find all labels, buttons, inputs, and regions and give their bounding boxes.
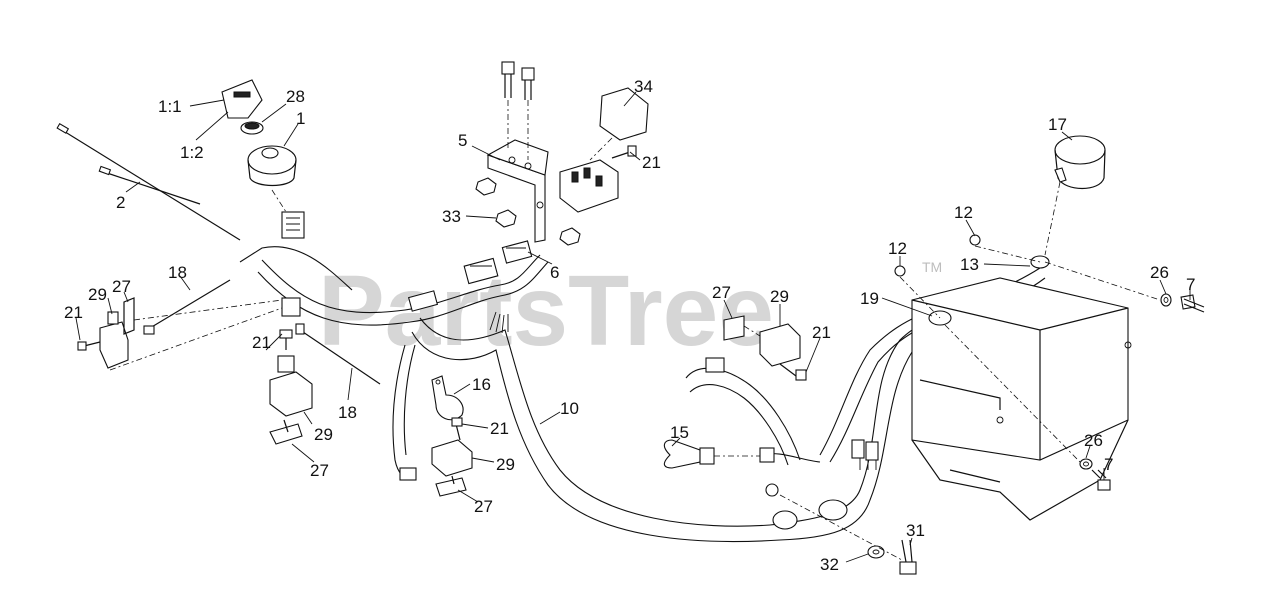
callout-21-lower: 21 — [490, 419, 509, 438]
callout-27-left: 27 — [112, 277, 131, 296]
callout-27-lower: 27 — [474, 497, 493, 516]
callout-18-left: 18 — [168, 263, 187, 282]
callout-21-middle: 21 — [252, 333, 271, 352]
callout-6: 6 — [550, 263, 559, 282]
partstree-watermark: PartsTree — [318, 255, 774, 367]
callout-1-2: 1:2 — [180, 143, 204, 162]
callout-16: 16 — [472, 375, 491, 394]
interlock-switch-29-left — [99, 297, 283, 371]
interlock-switch-29-lower — [431, 417, 473, 497]
callout-17: 17 — [1048, 115, 1067, 134]
callout-33: 33 — [442, 207, 461, 226]
callout-15: 15 — [670, 423, 689, 442]
callout-19: 19 — [860, 289, 879, 308]
ignition-switch-1 — [247, 145, 305, 239]
fuse-holder-15 — [663, 439, 760, 469]
callout-7-bottom: 7 — [1104, 455, 1113, 474]
relay-bracket-5 — [486, 139, 549, 243]
callout-13: 13 — [960, 255, 979, 274]
callout-27-middle: 27 — [310, 461, 329, 480]
screw-21-left — [77, 341, 101, 351]
connector-6 — [463, 240, 533, 285]
callout-29-middle: 29 — [314, 425, 333, 444]
callout-29-lower: 29 — [496, 455, 515, 474]
washer-26-top — [1160, 293, 1172, 307]
interlock-switch-29-middle — [269, 329, 313, 445]
washer-32 — [867, 545, 885, 559]
clip-16 — [431, 375, 464, 421]
callout-5: 5 — [458, 131, 467, 150]
callout-29-left: 29 — [88, 285, 107, 304]
bolt-31 — [779, 494, 917, 575]
callout-1: 1 — [296, 109, 305, 128]
callout-1-1: 1:1 — [158, 97, 182, 116]
callout-26-bottom: 26 — [1084, 431, 1103, 450]
battery — [911, 277, 1132, 521]
hour-meter-17 — [1044, 135, 1106, 256]
callout-26-top: 26 — [1150, 263, 1169, 282]
callout-labels: 1:1 1:2 28 1 2 5 34 21 33 6 17 12 12 13 … — [64, 77, 1195, 574]
battery-terminal — [894, 234, 1161, 463]
wire-connectors — [399, 357, 879, 497]
callout-27-right: 27 — [712, 283, 731, 302]
bolt-pair — [501, 61, 535, 160]
washer-26-bottom — [1079, 458, 1093, 470]
cap-28 — [240, 121, 264, 135]
cable-tie-18-left — [143, 279, 231, 335]
trademark-mark: TM — [922, 259, 942, 275]
callout-12: 12 — [888, 239, 907, 258]
cable-tie-2 — [56, 123, 241, 241]
bolt-7-top — [1180, 294, 1205, 313]
key-1-1 — [221, 79, 263, 119]
relay-34 — [559, 87, 649, 213]
callout-32: 32 — [820, 555, 839, 574]
screw-21-relay — [611, 145, 637, 159]
callout-28: 28 — [286, 87, 305, 106]
callout-34: 34 — [634, 77, 653, 96]
interlock-switch-29-right — [723, 315, 807, 381]
callout-18-middle: 18 — [338, 403, 357, 422]
callout-12-top: 12 — [954, 203, 973, 222]
callout-31: 31 — [906, 521, 925, 540]
callout-10: 10 — [560, 399, 579, 418]
callout-21-relay: 21 — [642, 153, 661, 172]
callout-29-right: 29 — [770, 287, 789, 306]
callout-21-right: 21 — [812, 323, 831, 342]
cable-tie-18-middle — [295, 323, 381, 385]
callout-2: 2 — [116, 193, 125, 212]
callout-7-top: 7 — [1186, 275, 1195, 294]
callout-21-left: 21 — [64, 303, 83, 322]
harness-connector — [281, 290, 439, 317]
leader-lines — [75, 91, 1191, 563]
nut-33 — [475, 177, 581, 246]
